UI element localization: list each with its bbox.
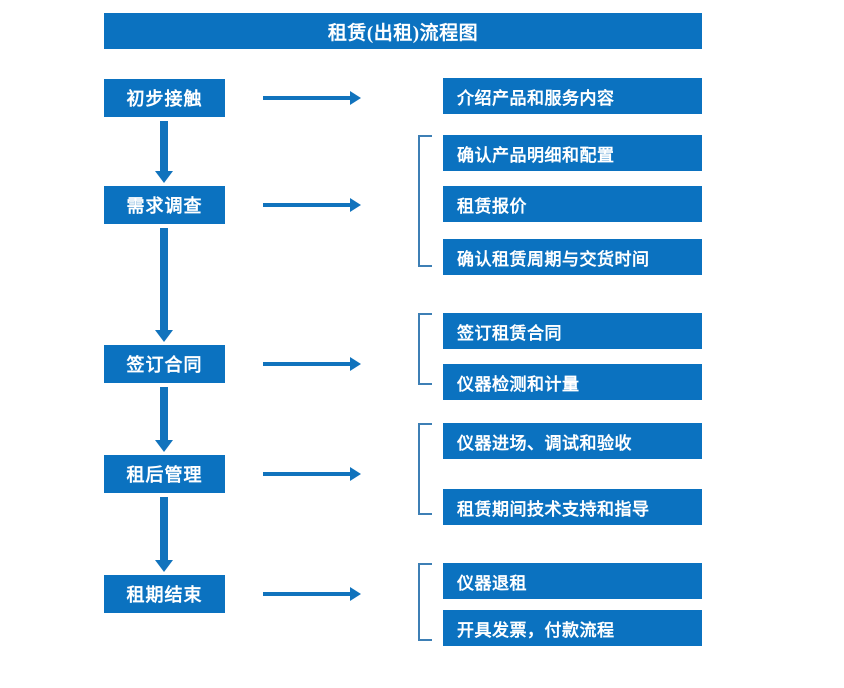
horizontal-arrow-sign-contract [263, 357, 361, 371]
detail-box-technical-support[interactable]: 租赁期间技术支持和指导 [443, 489, 702, 525]
arrow-head [350, 587, 361, 601]
horizontal-arrow-post-rent-mgmt [263, 467, 361, 481]
arrow-shaft [263, 592, 351, 596]
arrow-shaft [263, 203, 351, 207]
vertical-arrow-contact-to-survey [155, 121, 173, 183]
vertical-arrow-mgmt-to-end [155, 497, 173, 572]
detail-box-rental-quote[interactable]: 租赁报价 [443, 186, 702, 222]
arrow-head [350, 467, 361, 481]
group-bracket-needs-survey [418, 135, 432, 267]
detail-box-instrument-onsite-commission[interactable]: 仪器进场、调试和验收 [443, 423, 702, 459]
detail-box-confirm-period-delivery[interactable]: 确认租赁周期与交货时间 [443, 239, 702, 275]
detail-box-invoice-payment[interactable]: 开具发票，付款流程 [443, 610, 702, 646]
group-bracket-post-rent-mgmt [418, 423, 432, 515]
group-bracket-rental-end [418, 563, 432, 641]
detail-box-instrument-inspection[interactable]: 仪器检测和计量 [443, 364, 702, 400]
detail-box-sign-rental-contract[interactable]: 签订租赁合同 [443, 313, 702, 349]
detail-box-introduce-products[interactable]: 介绍产品和服务内容 [443, 78, 702, 114]
stage-box-initial-contact[interactable]: 初步接触 [104, 79, 225, 117]
arrow-head [350, 198, 361, 212]
horizontal-arrow-initial-contact [263, 91, 361, 105]
horizontal-arrow-rental-end [263, 587, 361, 601]
stage-box-rental-end[interactable]: 租期结束 [104, 575, 225, 613]
arrow-shaft [263, 472, 351, 476]
arrow-shaft [160, 228, 168, 330]
arrow-head [350, 357, 361, 371]
arrow-shaft [263, 96, 351, 100]
arrow-head [155, 560, 173, 572]
vertical-arrow-contract-to-mgmt [155, 387, 173, 452]
stage-box-post-rent-mgmt[interactable]: 租后管理 [104, 455, 225, 493]
arrow-shaft [160, 121, 168, 171]
arrow-shaft [160, 387, 168, 440]
stage-box-needs-survey[interactable]: 需求调查 [104, 186, 225, 224]
group-bracket-sign-contract [418, 313, 432, 385]
detail-box-confirm-product-spec[interactable]: 确认产品明细和配置 [443, 135, 702, 171]
arrow-shaft [263, 362, 351, 366]
vertical-arrow-survey-to-contract [155, 228, 173, 342]
stage-box-sign-contract[interactable]: 签订合同 [104, 345, 225, 383]
arrow-head [155, 171, 173, 183]
horizontal-arrow-needs-survey [263, 198, 361, 212]
diagram-title: 租赁(出租)流程图 [104, 13, 702, 49]
arrow-head [155, 440, 173, 452]
arrow-head [155, 330, 173, 342]
arrow-shaft [160, 497, 168, 560]
detail-box-instrument-return[interactable]: 仪器退租 [443, 563, 702, 599]
arrow-head [350, 91, 361, 105]
